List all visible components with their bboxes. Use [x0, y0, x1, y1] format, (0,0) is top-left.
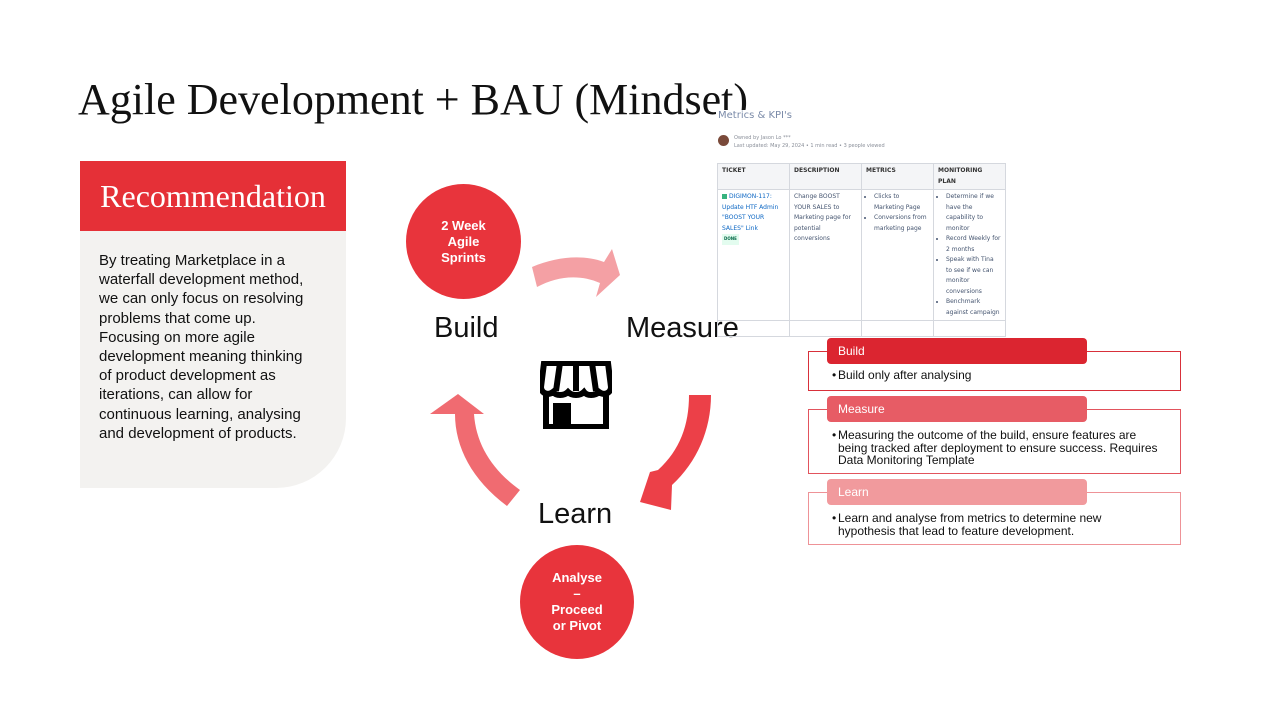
card-bullet-text: Measuring the outcome of the build, ensu… — [838, 428, 1158, 467]
storefront-icon — [540, 361, 612, 429]
analyse-circle-line: – — [573, 586, 581, 601]
learn-label: Learn — [538, 498, 613, 530]
slide-title: Agile Development + BAU (Mindset) — [78, 75, 749, 124]
analyse-circle: Analyse – Proceed or Pivot — [520, 545, 634, 659]
confluence-screenshot: Metrics & KPI's Owned by Jason Lo *** La… — [716, 110, 1006, 337]
card-bullet: •Build only after analysing — [832, 368, 1158, 382]
build-label: Build — [434, 312, 499, 344]
card-bullet: •Learn and analyse from metrics to deter… — [832, 511, 1138, 538]
metrics-table: TICKET DESCRIPTION METRICS MONITORING PL… — [717, 163, 1006, 337]
list-item: Speak with Tina to see if we can monitor… — [946, 255, 1001, 297]
recommendation-body: By treating Marketplace in a waterfall d… — [99, 252, 304, 442]
mock-owner: Owned by Jason Lo *** — [734, 135, 791, 141]
analyse-circle-line: Proceed — [551, 602, 603, 617]
ticket-cell: DIGIMON-117: Update HTF Admin "BOOST YOU… — [717, 189, 790, 321]
recommendation-panel — [80, 231, 346, 488]
status-badge: DONE — [722, 234, 739, 245]
table-cell — [717, 320, 790, 337]
learn-card-header: Learn — [827, 479, 1087, 505]
measure-card-header: Measure — [827, 396, 1087, 422]
sprint-circle: 2 Week Agile Sprints — [406, 184, 521, 299]
table-header: TICKET — [717, 163, 790, 190]
arrow-build-to-measure — [532, 249, 620, 297]
bullet-dot: • — [832, 511, 837, 525]
ticket-link[interactable]: DIGIMON-117: Update HTF Admin "BOOST YOU… — [722, 193, 779, 232]
table-cell — [789, 320, 862, 337]
list-item: Record Weekly for 2 months — [946, 234, 1001, 255]
sprint-circle-line: Sprints — [441, 249, 486, 265]
list-item: Benchmark against campaign — [946, 297, 1001, 318]
sprint-circle-line: Agile — [447, 233, 480, 249]
check-icon — [722, 194, 727, 199]
list-item: Conversions from marketing page — [874, 213, 929, 234]
build-card-header: Build — [827, 338, 1087, 364]
table-cell — [861, 320, 934, 337]
arrow-measure-to-learn — [640, 395, 711, 510]
avatar — [718, 135, 729, 146]
table-header: METRICS — [861, 163, 934, 190]
sprint-circle-line: 2 Week — [441, 217, 486, 233]
recommendation-heading: Recommendation — [80, 161, 346, 231]
mock-updated: Last updated: May 29, 2024 • 1 min read … — [734, 143, 885, 149]
bullet-dot: • — [832, 428, 837, 442]
card-bullet-text: Build only after analysing — [838, 368, 972, 382]
bullet-dot: • — [832, 368, 837, 382]
description-cell: Change BOOST YOUR SALES to Marketing pag… — [789, 189, 862, 321]
table-header: DESCRIPTION — [789, 163, 862, 190]
mock-page-heading: Metrics & KPI's — [718, 110, 792, 121]
arrow-learn-to-build — [430, 394, 520, 506]
analyse-circle-line: Analyse — [552, 570, 602, 585]
card-bullet-text: Learn and analyse from metrics to determ… — [838, 511, 1102, 538]
card-bullet: •Measuring the outcome of the build, ens… — [832, 428, 1158, 467]
metrics-cell: Clicks to Marketing Page Conversions fro… — [861, 189, 934, 321]
list-item: Determine if we have the capability to m… — [946, 192, 1001, 234]
table-header: MONITORING PLAN — [933, 163, 1006, 190]
analyse-circle-line: or Pivot — [552, 618, 602, 633]
monitoring-cell: Determine if we have the capability to m… — [933, 189, 1006, 321]
mock-page-meta: Owned by Jason Lo *** Last updated: May … — [734, 134, 885, 150]
list-item: Clicks to Marketing Page — [874, 192, 929, 213]
table-cell — [933, 320, 1006, 337]
